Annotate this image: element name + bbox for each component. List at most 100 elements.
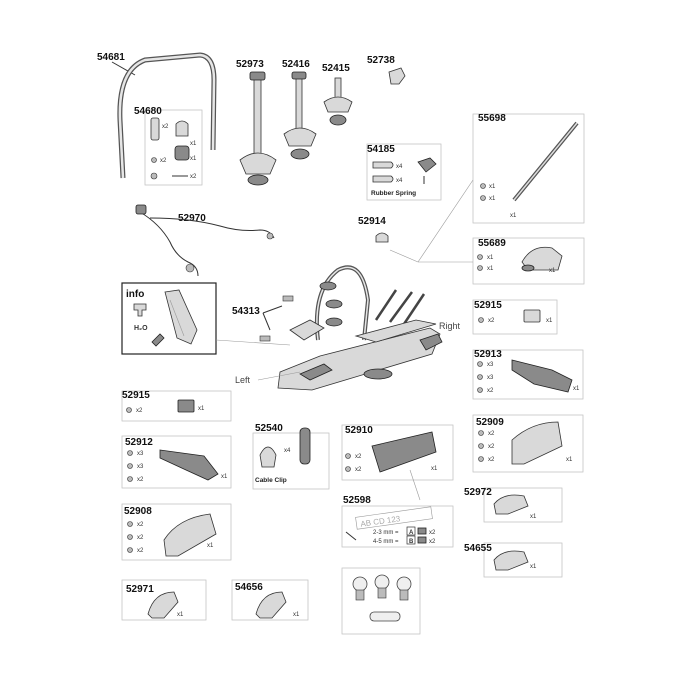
- qty-label: x2: [429, 539, 436, 545]
- cable-tie-shape: [299, 427, 311, 465]
- info-title: info: [126, 289, 144, 300]
- qty-label: x1: [549, 268, 556, 274]
- washer-shape: [478, 430, 484, 436]
- rod-highlight: [513, 122, 578, 201]
- qty-label: x2: [137, 535, 144, 541]
- label-b-box: [406, 535, 416, 545]
- qty-label: x1: [546, 318, 553, 324]
- leader-line: [409, 469, 421, 501]
- qty-label: x1: [293, 612, 300, 618]
- part-54655: 54655 x1: [464, 542, 563, 578]
- light-housing-shape: [511, 421, 563, 465]
- carrier-frame-shape: [314, 265, 371, 341]
- connector-shape: [266, 232, 274, 240]
- housing-detail: [169, 299, 185, 337]
- light-lens-shape: [493, 494, 529, 515]
- washer-shape: [480, 183, 486, 189]
- part-number-54655: 54655: [464, 543, 492, 554]
- part-52913: 52913 x3 x3 x2 x1: [472, 349, 584, 400]
- cable-shape: [149, 217, 275, 239]
- part-54656: 54656 x1: [231, 579, 309, 621]
- label-left-side: Left: [235, 375, 251, 385]
- bracket-shape: [150, 117, 160, 141]
- cap-shape: [175, 120, 189, 137]
- main-carrier: 54313 Left Right: [215, 179, 474, 391]
- part-number-54680: 54680: [134, 106, 162, 117]
- part-52540: 52540 x4 Cable Clip: [252, 423, 330, 490]
- arm-knob-shape: [247, 174, 269, 186]
- arm-top-shape: [249, 71, 266, 81]
- part-number-52971: 52971: [126, 584, 154, 595]
- qty-label: x1: [198, 406, 205, 412]
- part-number-52915-right: 52915: [474, 300, 502, 311]
- arm-clamp-shape: [283, 127, 317, 147]
- part-52912: 52912 x3 x3 x2 x1: [121, 435, 232, 489]
- arm-rod-shape: [295, 75, 303, 132]
- part-52971: 52971 x1: [121, 579, 207, 621]
- qty-label: x2: [160, 158, 167, 164]
- arm-clamp-on-carrier: [325, 317, 343, 327]
- festoon-bulb-shape: [369, 611, 401, 622]
- arm-top-shape: [291, 71, 307, 80]
- qty-label: x4: [396, 164, 403, 170]
- part-number-52915-left: 52915: [122, 390, 150, 401]
- qty-label: x1: [510, 213, 517, 219]
- cable-shape: [139, 211, 199, 277]
- washer-shape: [127, 521, 133, 527]
- arm-clamp-on-carrier: [325, 299, 343, 309]
- part-52910: 52910 x2 x2 x1: [341, 424, 454, 501]
- part-number-52910: 52910: [345, 425, 373, 436]
- arm-knob-shape: [290, 148, 310, 160]
- part-number-52972: 52972: [464, 487, 492, 498]
- part-52738: 52738: [367, 55, 406, 85]
- light-unit-left: [299, 363, 333, 381]
- part-55698: 55698 x1 x1 x1: [472, 113, 585, 224]
- wheel-bar-shape: [374, 289, 398, 321]
- arm-clamp-shape: [323, 96, 353, 113]
- pin-shape: [282, 295, 294, 302]
- qty-label: x1: [190, 156, 197, 162]
- part-number-52416: 52416: [282, 59, 310, 70]
- qty-label: x2: [190, 174, 197, 180]
- label-a-box: [406, 526, 416, 536]
- spacer-a-shape: [417, 527, 427, 535]
- cable-clip-shape: [259, 446, 277, 468]
- nut-shape: [127, 463, 133, 469]
- part-52416: 52416: [282, 59, 317, 160]
- label-b-text: B: [409, 539, 414, 545]
- screw-shape: [478, 317, 484, 323]
- part-number-54681: 54681: [97, 52, 125, 63]
- washer-shape: [477, 361, 483, 367]
- qty-label: x2: [487, 388, 494, 394]
- part-box-55698: [472, 113, 585, 224]
- qty-label: x3: [137, 451, 144, 457]
- qty-label: x1: [566, 457, 573, 463]
- part-number-54185: 54185: [367, 144, 395, 155]
- arm-clamp-shape: [239, 152, 277, 175]
- qty-label: x1: [431, 466, 438, 472]
- reflector-shape: [523, 309, 541, 323]
- screw-shape: [127, 547, 133, 553]
- arm-knob-shape: [329, 114, 347, 126]
- part-55689: 55689 x1 x1 x1: [472, 237, 585, 285]
- part-number-55698: 55698: [478, 113, 506, 124]
- qty-label: x1: [487, 255, 494, 261]
- part-box-52915-right: [472, 299, 558, 335]
- arm-rod-shape: [253, 75, 262, 157]
- light-bracket-shape: [511, 359, 573, 393]
- part-52970: 52970: [135, 204, 275, 277]
- qty-label: x1: [221, 474, 228, 480]
- qty-label: x1: [573, 386, 580, 392]
- knob-shape: [174, 145, 190, 161]
- part-number-52738: 52738: [367, 55, 395, 66]
- nut-shape: [477, 374, 483, 380]
- part-54680: 54680 x2 x1 x1 x2 x2: [134, 106, 203, 186]
- arm-clamp-on-carrier: [319, 281, 337, 291]
- part-number-55689: 55689: [478, 238, 506, 249]
- spacer-a-text: 2-3 mm =: [373, 530, 399, 536]
- qty-label: x1: [207, 543, 214, 549]
- qty-label: x2: [136, 408, 143, 414]
- leader-line: [417, 179, 474, 263]
- part-52909: 52909 x2 x2 x2 x1: [472, 414, 584, 473]
- part-number-54656: 54656: [235, 582, 263, 593]
